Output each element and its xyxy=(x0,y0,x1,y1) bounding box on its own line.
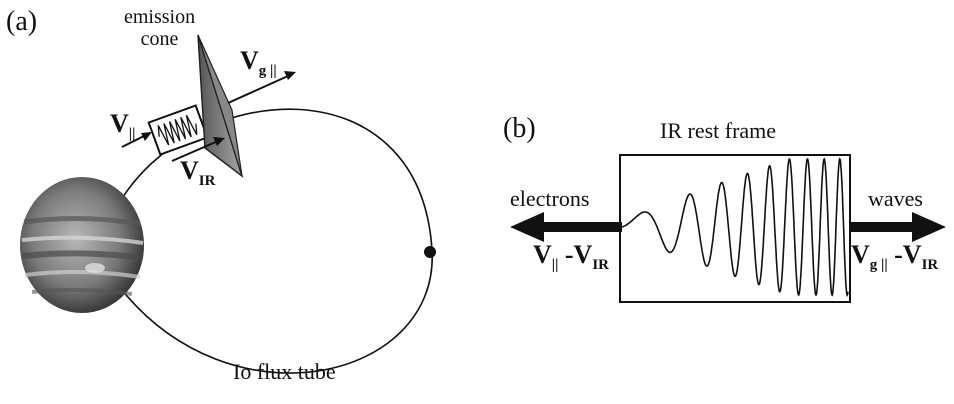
electrons-label: electrons xyxy=(510,186,590,211)
wave-velocity-label: Vg || -VIR xyxy=(851,240,939,273)
v-parallel-label: V|| xyxy=(110,109,136,142)
electrons-arrow xyxy=(510,212,622,242)
emission-cone-label: emission cone xyxy=(124,6,196,50)
electron-velocity-label: V|| -VIR xyxy=(533,240,609,273)
panel-b-tag: (b) xyxy=(503,113,536,144)
emission-cone-icon xyxy=(197,34,244,179)
wave-packet-icon xyxy=(147,104,209,156)
panel-a-tag: (a) xyxy=(6,6,38,37)
v-ir-arrow xyxy=(171,140,219,162)
io-flux-tube-label: Io flux tube xyxy=(233,359,336,384)
wave-signal xyxy=(621,157,849,298)
ir-rest-frame-label: IR rest frame xyxy=(660,118,777,143)
v-group-label: Vg || xyxy=(240,46,277,79)
io-dot xyxy=(424,246,436,258)
v-ir-label: VIR xyxy=(180,156,216,189)
waves-arrow xyxy=(850,212,946,242)
ir-rest-frame-box xyxy=(619,154,851,303)
waves-label: waves xyxy=(868,186,923,211)
v-group-arrow xyxy=(227,75,289,104)
jupiter-icon xyxy=(20,177,144,313)
v-parallel-arrow xyxy=(121,134,147,148)
